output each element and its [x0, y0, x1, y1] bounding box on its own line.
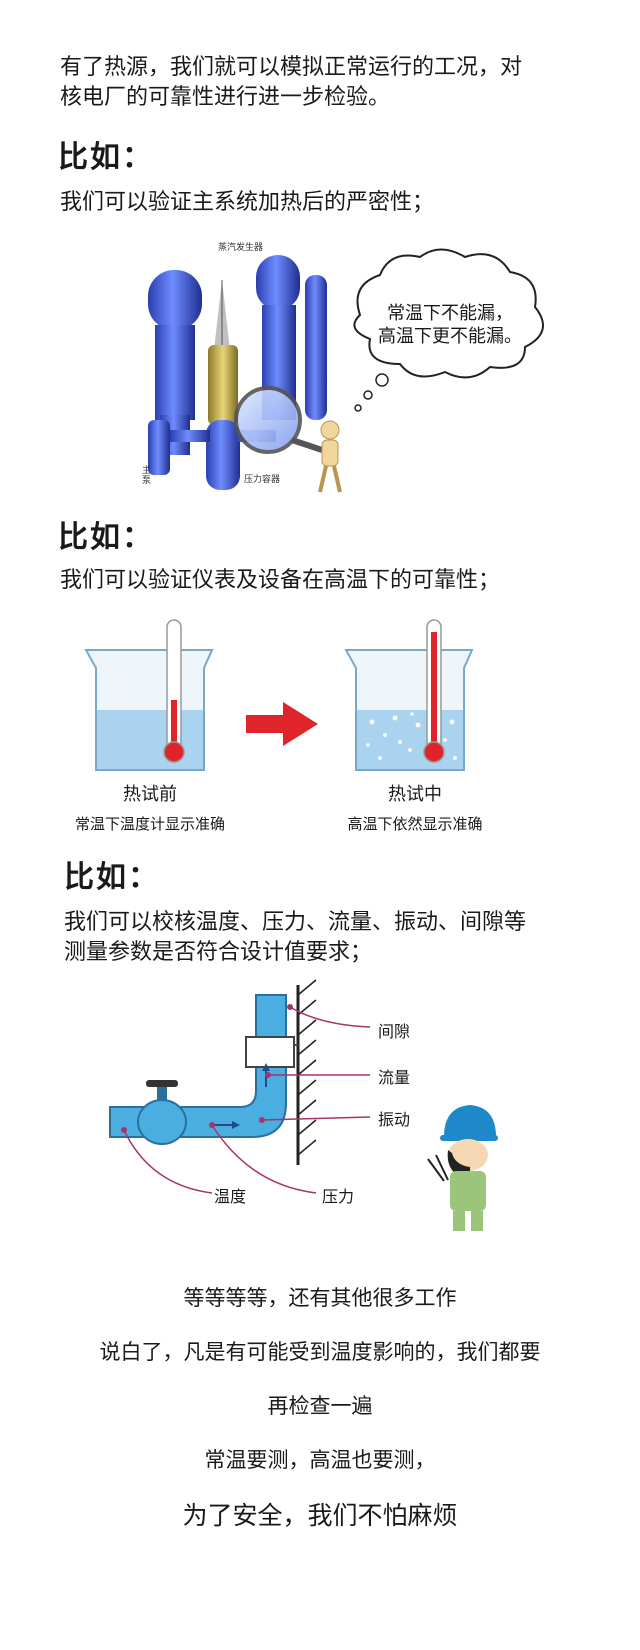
intro-line-1: 有了热源，我们就可以模拟正常运行的工况，对 [60, 55, 523, 80]
section-1-text: 我们可以验证主系统加热后的严密性； [60, 190, 435, 215]
section-1-heading: 比如： [58, 140, 154, 175]
label-main-pump: 主泵 [142, 466, 152, 486]
label-vibration: 振动 [378, 1110, 411, 1129]
section-3-line-2: 测量参数是否符合设计值要求； [64, 940, 373, 965]
after-caption: 高温下依然显示准确 [347, 815, 483, 833]
section-2-text: 我们可以验证仪表及设备在高温下的可靠性； [60, 568, 501, 593]
label-gap: 间隙 [378, 1022, 411, 1041]
bubble-line-2: 高温下更不能漏。 [378, 326, 522, 347]
closing-line-3: 再检查一遍 [267, 1394, 373, 1418]
before-title: 热试前 [123, 784, 177, 805]
bubble-line-1: 常温下不能漏， [387, 303, 513, 324]
closing-line-1: 等等等等，还有其他很多工作 [183, 1286, 457, 1310]
label-pressure: 压力 [322, 1187, 355, 1206]
intro-line-2: 核电厂的可靠性进行进一步检验。 [60, 85, 391, 110]
closing-line-5: 为了安全，我们不怕麻烦 [182, 1501, 458, 1530]
before-caption: 常温下温度计显示准确 [74, 815, 225, 833]
label-temperature: 温度 [214, 1187, 247, 1206]
closing-line-2: 说白了，凡是有可能受到温度影响的，我们都要 [99, 1340, 541, 1364]
label-pressure-vessel: 压力容器 [244, 475, 281, 485]
label-flow: 流量 [378, 1068, 411, 1087]
closing-line-4: 常温要测，高温也要测， [204, 1448, 436, 1472]
section-3-heading: 比如： [64, 860, 160, 895]
pipe-drawing [109, 979, 498, 1231]
nuclear-loop-drawing [148, 248, 544, 493]
section-2-heading: 比如： [58, 520, 154, 555]
beaker-drawing [84, 619, 474, 771]
after-title: 热试中 [388, 784, 442, 805]
label-steam-generator: 蒸汽发生器 [218, 243, 264, 253]
section-3-line-1: 我们可以校核温度、压力、流量、振动、间隙等 [64, 910, 527, 935]
